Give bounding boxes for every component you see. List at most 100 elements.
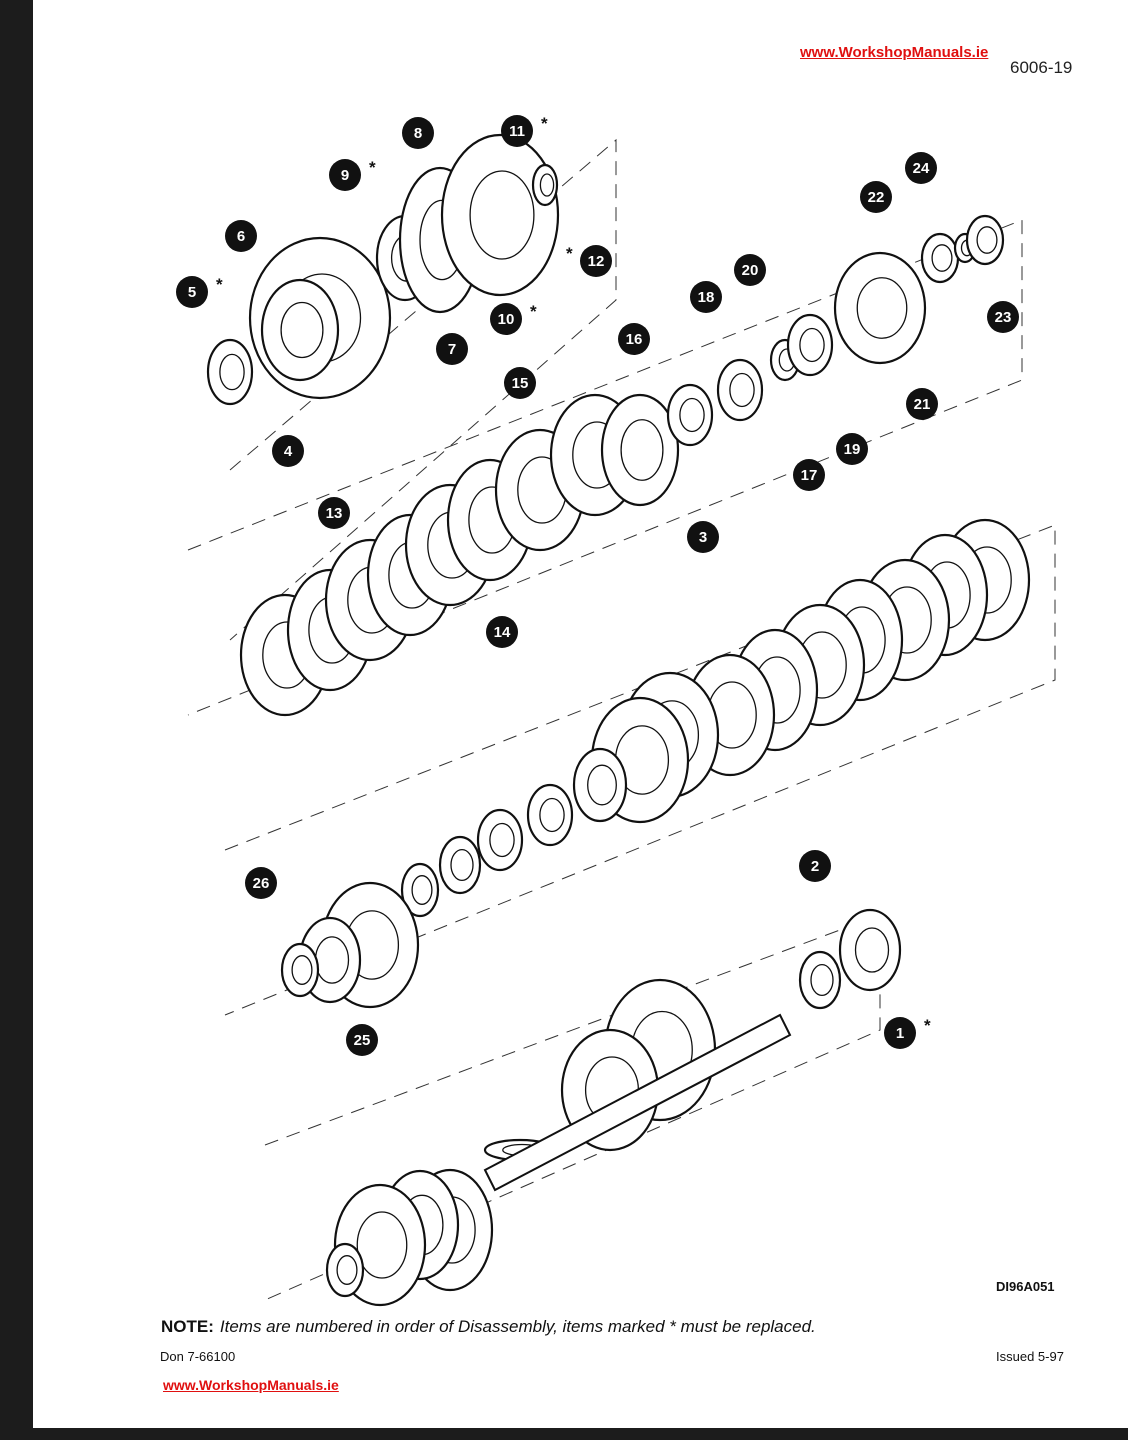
callout-number: 14 bbox=[494, 624, 511, 641]
page-number: 6006-19 bbox=[1010, 58, 1073, 77]
callout-circle bbox=[436, 333, 468, 365]
callout-number: 4 bbox=[284, 443, 293, 460]
callout-26: 26 bbox=[245, 867, 277, 899]
callout-circle bbox=[906, 388, 938, 420]
callout-14: 14 bbox=[486, 616, 518, 648]
callout-13: 13 bbox=[318, 497, 350, 529]
replace-marker: * bbox=[369, 158, 376, 177]
ring-part-bore bbox=[489, 822, 515, 858]
callout-number: 7 bbox=[448, 341, 456, 358]
header-watermark-link[interactable]: www.WorkshopManuals.ie bbox=[800, 44, 989, 61]
callout-16: 16 bbox=[618, 323, 650, 355]
document-number: Don 7-66100 bbox=[160, 1349, 236, 1364]
washer-part-bore bbox=[291, 955, 313, 985]
callout-21: 21 bbox=[906, 388, 938, 420]
callout-circle bbox=[734, 254, 766, 286]
ring-part-bore bbox=[620, 419, 664, 481]
callout-number: 6 bbox=[237, 228, 245, 245]
washer-part-bore bbox=[799, 327, 825, 363]
callout-2: 2 bbox=[799, 850, 831, 882]
callout-number: 22 bbox=[868, 189, 885, 206]
callout-15: 15 bbox=[504, 367, 536, 399]
callout-number: 9 bbox=[341, 167, 349, 184]
replace-marker: * bbox=[566, 244, 573, 263]
callout-7: 7 bbox=[436, 333, 468, 365]
callout-8: 8 bbox=[402, 117, 434, 149]
spring-part-bore bbox=[587, 764, 617, 806]
callout-circle bbox=[860, 181, 892, 213]
callout-number: 13 bbox=[326, 505, 343, 522]
note-text: Items are numbered in order of Disassemb… bbox=[219, 1317, 816, 1336]
callout-number: 19 bbox=[844, 441, 861, 458]
callout-circle bbox=[318, 497, 350, 529]
callout-number: 8 bbox=[414, 125, 422, 142]
note-label: NOTE: bbox=[161, 1317, 214, 1336]
callout-circle bbox=[272, 435, 304, 467]
callout-number: 17 bbox=[801, 467, 818, 484]
bearing-part-bore bbox=[854, 927, 890, 973]
bearing-part-bore bbox=[219, 353, 245, 391]
callout-number: 23 bbox=[995, 309, 1012, 326]
disc-part-bore bbox=[469, 170, 535, 260]
replace-marker: * bbox=[216, 275, 223, 294]
callout-20: 20 bbox=[734, 254, 766, 286]
callout-number: 24 bbox=[913, 160, 930, 177]
callout-1: 1 bbox=[884, 1017, 916, 1049]
ring-part-bore bbox=[539, 173, 555, 197]
callout-number: 20 bbox=[742, 262, 759, 279]
bearing-part-bore bbox=[931, 244, 953, 272]
callout-circle bbox=[501, 115, 533, 147]
callout-circle bbox=[884, 1017, 916, 1049]
callout-circle bbox=[504, 367, 536, 399]
callout-number: 10 bbox=[498, 311, 515, 328]
callout-number: 18 bbox=[698, 289, 715, 306]
callout-22: 22 bbox=[860, 181, 892, 213]
callout-number: 15 bbox=[512, 375, 529, 392]
figure-id: DI96A051 bbox=[996, 1279, 1055, 1294]
callout-circle bbox=[687, 521, 719, 553]
callout-17: 17 bbox=[793, 459, 825, 491]
callout-circle bbox=[402, 117, 434, 149]
callout-12: 12 bbox=[580, 245, 612, 277]
mainshaft bbox=[483, 1013, 792, 1192]
callout-number: 25 bbox=[354, 1032, 371, 1049]
callout-circle bbox=[225, 220, 257, 252]
callout-19: 19 bbox=[836, 433, 868, 465]
callout-number: 1 bbox=[896, 1025, 904, 1042]
gear-hub-part-bore bbox=[280, 301, 324, 359]
bearing-part-bore bbox=[411, 875, 433, 905]
footer-watermark-link[interactable]: www.WorkshopManuals.ie bbox=[163, 1377, 339, 1393]
callout-number: 3 bbox=[699, 529, 707, 546]
callout-circle bbox=[799, 850, 831, 882]
bearing-part-bore bbox=[450, 848, 474, 882]
callout-24: 24 bbox=[905, 152, 937, 184]
replace-marker: * bbox=[530, 302, 537, 321]
bearing-part-bore bbox=[976, 226, 998, 254]
callout-circle bbox=[346, 1024, 378, 1056]
callout-10: 10 bbox=[490, 303, 522, 335]
spring-part-bore bbox=[679, 397, 705, 433]
callout-number: 21 bbox=[914, 396, 931, 413]
washer-part-bore bbox=[539, 797, 565, 833]
callout-25: 25 bbox=[346, 1024, 378, 1056]
callout-6: 6 bbox=[225, 220, 257, 252]
callout-18: 18 bbox=[690, 281, 722, 313]
callout-circle bbox=[836, 433, 868, 465]
callout-circle bbox=[490, 303, 522, 335]
replace-marker: * bbox=[541, 114, 548, 133]
replace-marker: * bbox=[924, 1016, 931, 1035]
callout-circle bbox=[793, 459, 825, 491]
bearing-part-bore bbox=[729, 372, 755, 408]
callout-9: 9 bbox=[329, 159, 361, 191]
ring-part-bore bbox=[336, 1255, 358, 1285]
callout-circle bbox=[905, 152, 937, 184]
callout-5: 5 bbox=[176, 276, 208, 308]
callout-number: 16 bbox=[626, 331, 643, 348]
callout-circle bbox=[176, 276, 208, 308]
piston-part-bore bbox=[356, 1211, 408, 1279]
callout-circle bbox=[245, 867, 277, 899]
callout-circle bbox=[580, 245, 612, 277]
callout-circle bbox=[690, 281, 722, 313]
issue-date: Issued 5-97 bbox=[996, 1349, 1064, 1364]
